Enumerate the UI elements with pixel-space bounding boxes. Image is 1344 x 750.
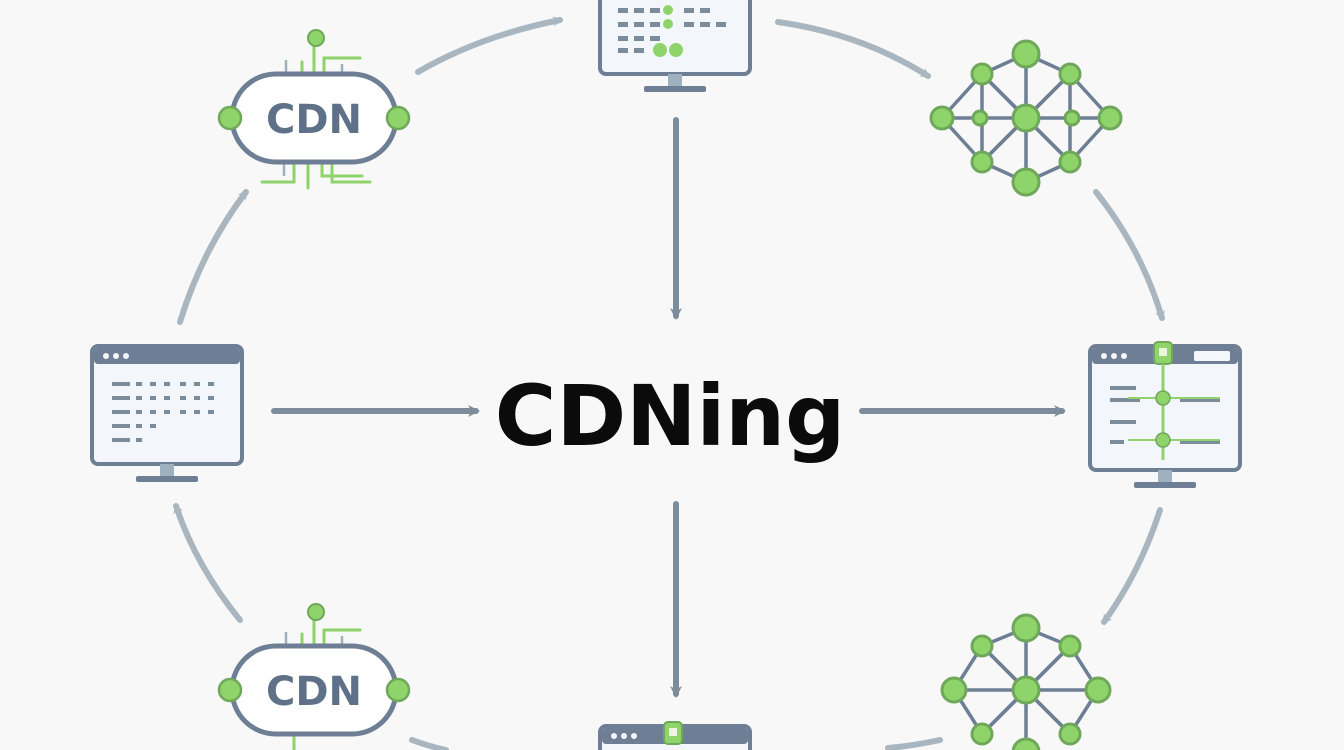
arrow-cdn-bottom-to-monitor-left xyxy=(173,503,243,623)
monitor-dashboard-icon xyxy=(1088,341,1242,488)
cdn-pill-icon xyxy=(217,29,411,190)
cdn-label: CDN xyxy=(266,97,362,143)
arrow-monitor-top-to-network-top xyxy=(775,19,931,79)
network-node-bottom xyxy=(940,613,1112,750)
ring-arrows xyxy=(173,16,1165,750)
arrow-network-bottom-out xyxy=(885,737,943,750)
center-arrows xyxy=(271,117,1066,698)
monitor-dashboard-icon xyxy=(598,0,752,92)
arrow-network-top-to-monitor-right xyxy=(1093,189,1165,321)
network-node-top xyxy=(929,39,1123,197)
monitor-node-bottom xyxy=(598,721,752,750)
cdn-node-top: CDN xyxy=(217,29,411,190)
arrow-bottom-into-cdn-bottom xyxy=(409,737,449,750)
arrow-cdn-top-to-monitor-top xyxy=(415,16,563,75)
cdn-pill-icon xyxy=(217,603,411,750)
cdn-node-bottom: CDN xyxy=(217,603,411,750)
center-title: CDNing xyxy=(495,367,845,465)
monitor-dashboard-icon xyxy=(598,721,752,750)
network-graph-icon xyxy=(940,613,1112,750)
cdn-label: CDN xyxy=(266,669,362,715)
monitor-dashboard-icon xyxy=(90,344,244,482)
arrow-monitor-left-to-cdn-top xyxy=(177,189,249,325)
arrow-monitor-right-to-network-bottom xyxy=(1101,507,1163,625)
monitor-node-top xyxy=(598,0,752,92)
monitor-node-left xyxy=(90,344,244,482)
monitor-node-right xyxy=(1088,341,1242,488)
network-graph-icon xyxy=(929,39,1123,197)
